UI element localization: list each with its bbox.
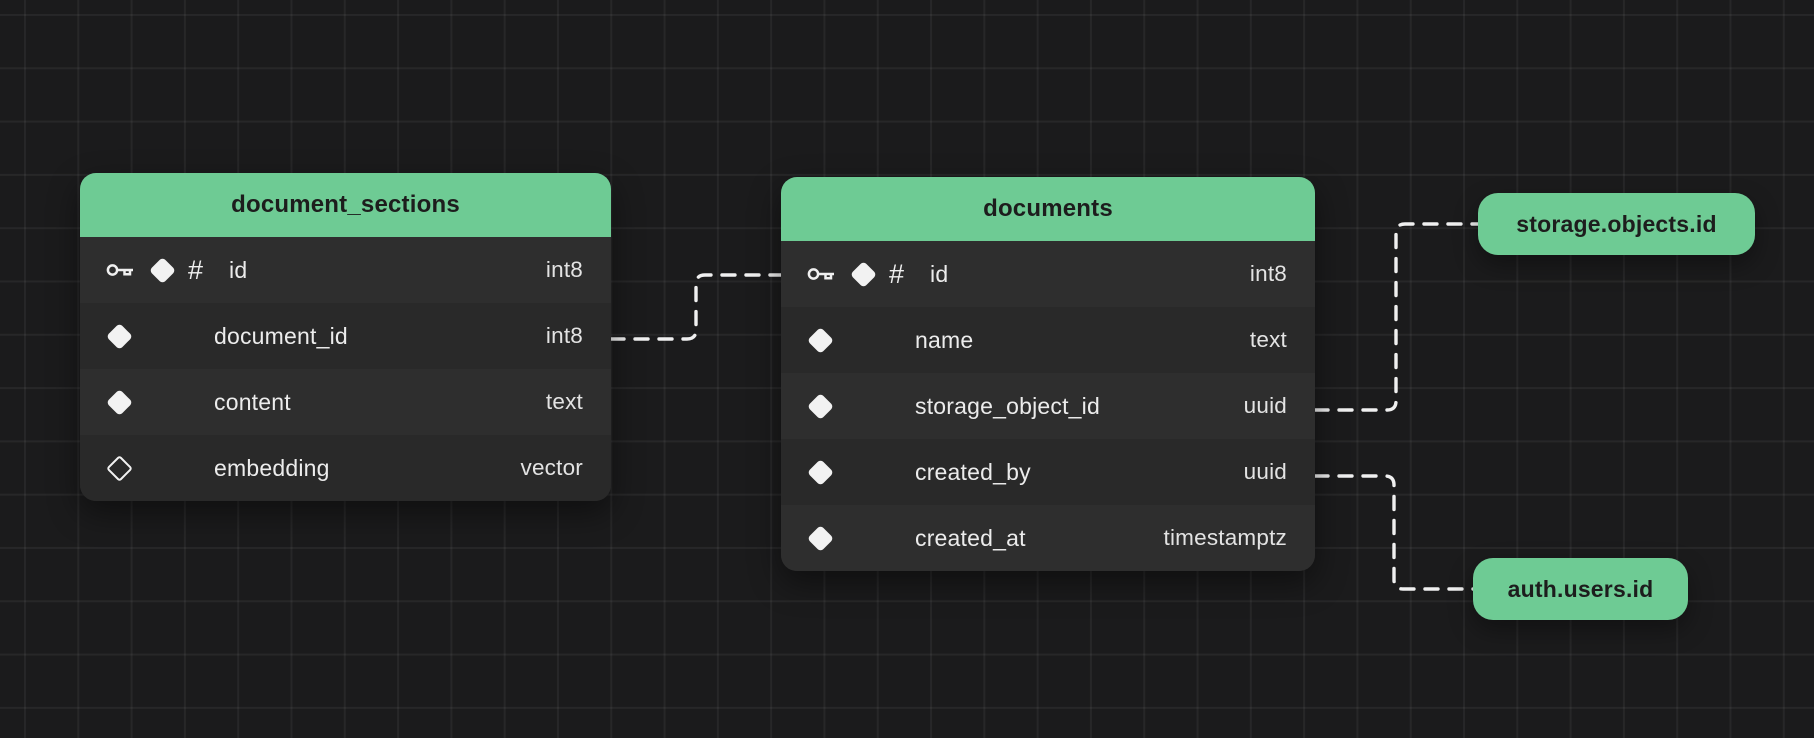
- table-header[interactable]: documents: [781, 177, 1315, 241]
- column-row-storage-object-id[interactable]: storage_object_id uuid: [781, 373, 1315, 439]
- table-documents[interactable]: documents # id int8: [781, 177, 1315, 571]
- not-null-diamond-icon: [807, 524, 834, 552]
- column-name: name: [915, 326, 974, 353]
- primary-key-icon: [106, 262, 137, 278]
- connector-storage-object-id: [1313, 222, 1480, 412]
- column-type: uuid: [1243, 459, 1287, 484]
- column-type: vector: [520, 455, 583, 480]
- table-title: document_sections: [231, 191, 460, 218]
- column-name: storage_object_id: [915, 392, 1100, 419]
- not-null-diamond-icon: [106, 388, 133, 416]
- column-row-name[interactable]: name text: [781, 307, 1315, 373]
- not-null-diamond-icon: [850, 260, 877, 288]
- identity-hash-icon: #: [889, 258, 905, 289]
- column-type: int8: [1249, 261, 1287, 286]
- not-null-diamond-icon: [807, 458, 834, 486]
- connector-created-by: [1313, 474, 1475, 591]
- column-name: created_by: [915, 458, 1031, 485]
- column-name: content: [214, 388, 291, 415]
- column-name: id: [930, 260, 949, 287]
- column-row-id[interactable]: # id int8: [781, 241, 1315, 307]
- column-type: int8: [545, 323, 583, 348]
- column-row-embedding[interactable]: embedding vector: [80, 435, 611, 501]
- column-type: timestamptz: [1163, 525, 1287, 550]
- column-name: id: [229, 256, 248, 283]
- ref-pill-auth-users-id[interactable]: auth.users.id: [1473, 558, 1688, 620]
- table-body: # id int8 document_id int8 content text: [80, 237, 611, 501]
- column-row-id[interactable]: # id int8: [80, 237, 611, 303]
- table-body: # id int8 name text storage_object_id uu…: [781, 241, 1315, 571]
- table-header[interactable]: document_sections: [80, 173, 611, 237]
- column-name: created_at: [915, 524, 1026, 551]
- column-name: embedding: [214, 454, 330, 481]
- not-null-diamond-icon: [149, 256, 176, 284]
- primary-key-icon: [807, 266, 838, 282]
- table-title: documents: [983, 195, 1113, 222]
- column-name: document_id: [214, 322, 348, 349]
- column-row-document-id[interactable]: document_id int8: [80, 303, 611, 369]
- column-row-content[interactable]: content text: [80, 369, 611, 435]
- nullable-diamond-icon: [106, 454, 133, 482]
- column-type: uuid: [1243, 393, 1287, 418]
- ref-pill-label: auth.users.id: [1507, 575, 1654, 602]
- column-type: int8: [545, 257, 583, 282]
- connector-document-id-to-documents: [609, 273, 783, 341]
- identity-hash-icon: #: [188, 254, 204, 285]
- table-document-sections[interactable]: document_sections # id int8: [80, 173, 611, 501]
- not-null-diamond-icon: [106, 322, 133, 350]
- column-row-created-by[interactable]: created_by uuid: [781, 439, 1315, 505]
- column-row-created-at[interactable]: created_at timestamptz: [781, 505, 1315, 571]
- not-null-diamond-icon: [807, 326, 834, 354]
- column-type: text: [545, 389, 583, 414]
- ref-pill-storage-objects-id[interactable]: storage.objects.id: [1478, 193, 1755, 255]
- column-type: text: [1249, 327, 1287, 352]
- not-null-diamond-icon: [807, 392, 834, 420]
- ref-pill-label: storage.objects.id: [1516, 210, 1717, 237]
